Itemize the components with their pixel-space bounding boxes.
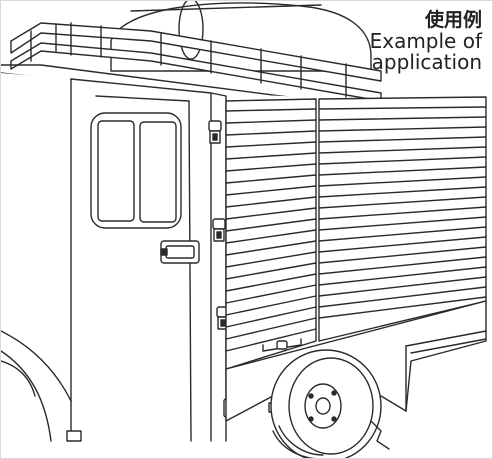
roller-shutter-right <box>318 96 487 342</box>
roller-shutter-left <box>225 98 317 370</box>
caption-english-line1: Example of <box>369 28 482 53</box>
caption-english-line2: application <box>371 49 482 74</box>
wheel <box>270 349 390 458</box>
caption: 使用例 Example of application <box>369 9 482 74</box>
caption-japanese: 使用例 <box>424 9 482 31</box>
cab-door <box>90 95 200 442</box>
front-mudguard <box>1 360 36 397</box>
roof-tank <box>110 1 372 72</box>
